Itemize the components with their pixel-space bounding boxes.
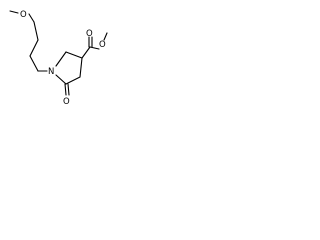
bond-ch-ester-c xyxy=(81,46,91,59)
bond-chain-2 xyxy=(29,39,39,57)
bond-o-ch2 xyxy=(28,13,35,23)
bond-co-n xyxy=(55,74,67,85)
atom-o-methoxy: O xyxy=(20,10,27,20)
atom-o-ester: O xyxy=(99,40,106,50)
bond-chain-1 xyxy=(33,21,39,41)
bond-ester-o-methyl xyxy=(103,32,108,41)
atom-o-lactam: O xyxy=(63,97,70,107)
bond-ester-c-o xyxy=(89,46,100,50)
bond-lactam-co-1 xyxy=(64,83,67,96)
bond-lactam-co-2 xyxy=(67,83,70,96)
bond-chain-3 xyxy=(29,55,39,72)
atom-n-ring: N xyxy=(48,67,54,77)
bond-ch2b-co xyxy=(65,76,81,85)
structure-diagram: O N O O O xyxy=(9,10,108,107)
bond-methyl-o xyxy=(9,10,19,14)
bond-ch-ch2b xyxy=(79,57,83,78)
atom-o-ester-carbonyl: O xyxy=(86,29,93,39)
bond-ch2-ch xyxy=(65,51,83,59)
bond-n-ch2 xyxy=(55,51,67,67)
